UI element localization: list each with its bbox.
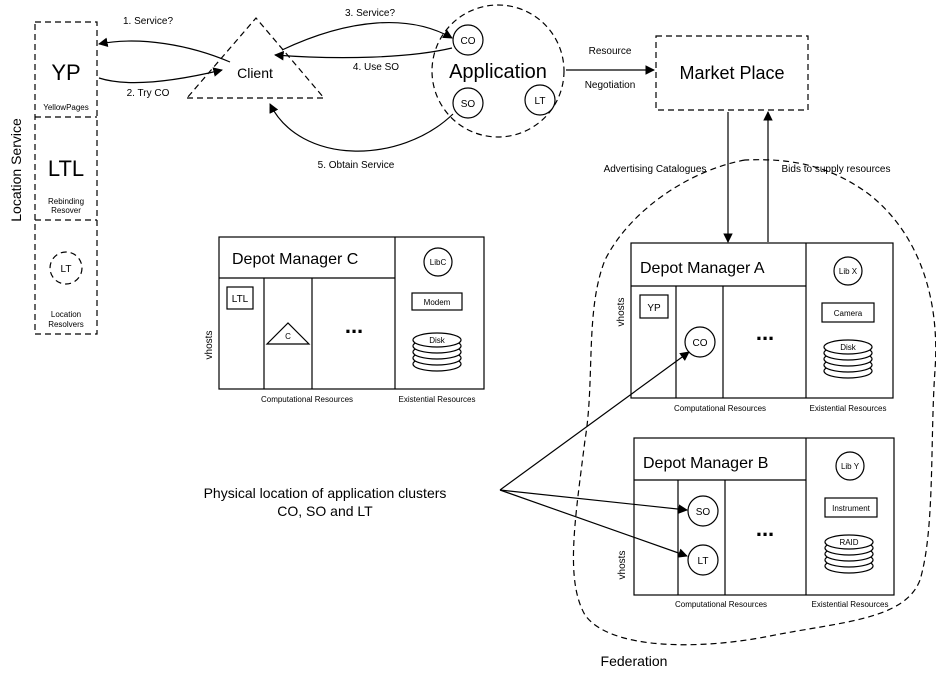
market-place-label: Market Place	[679, 63, 784, 83]
resolvers-label: Resolvers	[48, 320, 84, 329]
application-so-circle	[452, 87, 484, 119]
depot-b-title: Depot Manager B	[643, 455, 768, 472]
depot-manager-b: Depot Manager B vhosts SO LT ... Lib Y I…	[617, 437, 895, 609]
application-lt-circle	[524, 84, 556, 116]
rebinding-label: Rebinding	[48, 197, 84, 206]
depot-a-lib-circle	[833, 256, 863, 286]
depot-b-computational-label: Computational Resources	[675, 600, 767, 609]
resover-label: Resover	[51, 206, 81, 215]
depot-a-co-circle	[684, 326, 716, 358]
callout-arrow-lt	[499, 489, 688, 558]
location-label: Location	[51, 310, 81, 319]
depot-a-computational-label: Computational Resources	[674, 404, 766, 413]
depot-b-so-circle	[687, 495, 719, 527]
advertising-label: Advertising Catalogues	[604, 164, 707, 175]
depot-c-client-label: C	[285, 332, 291, 341]
federation-label: Federation	[601, 653, 668, 669]
callout-arrow-so	[499, 489, 688, 514]
market-place: Market Place	[655, 35, 809, 111]
application: Application CO SO LT	[431, 4, 565, 138]
lt-resolver-circle	[49, 251, 83, 285]
negotiation-label: Negotiation	[585, 80, 636, 91]
flow-arrows	[98, 21, 773, 243]
service-query-app-arrow	[281, 21, 453, 51]
federation-boundary	[572, 159, 936, 646]
flow-labels: 1. Service? 2. Try CO 3. Service? 4. Use…	[123, 8, 890, 175]
yp-label: YP	[51, 60, 80, 85]
use-so-label: 4. Use SO	[353, 62, 399, 73]
client-label: Client	[237, 65, 273, 81]
depot-b-instrument-box	[824, 497, 878, 518]
depot-a-yp-box	[639, 294, 669, 319]
depot-b-vhosts: vhosts	[617, 551, 628, 580]
bids-label: Bids to supply resources	[782, 164, 891, 175]
use-so-arrow	[274, 47, 453, 61]
depot-c-modem-box	[411, 292, 463, 311]
depot-b-existential-label: Existential Resources	[812, 600, 889, 609]
depot-manager-c: Depot Manager C vhosts LTL C ... LibC Mo…	[204, 236, 485, 404]
depot-c-title: Depot Manager C	[232, 251, 358, 268]
ltl-label: LTL	[48, 156, 84, 181]
application-lt-label: LT	[535, 96, 546, 107]
try-co-arrow	[98, 67, 223, 84]
service-q1-label: 1. Service?	[123, 16, 173, 27]
depot-a-camera-label: Camera	[834, 309, 863, 318]
client: Client	[185, 17, 326, 99]
depot-c-existential-label: Existential Resources	[399, 395, 476, 404]
depot-a-lib-label: Lib X	[839, 267, 858, 276]
try-co-label: 2. Try CO	[127, 88, 170, 99]
application-co-label: CO	[461, 36, 476, 47]
depot-a-disk-icon	[823, 339, 873, 379]
application-label: Application	[449, 61, 547, 83]
physical-location-line1: Physical location of application cluster…	[204, 485, 447, 501]
depot-b-lt-circle	[687, 544, 719, 576]
physical-location-line2: CO, SO and LT	[277, 503, 373, 519]
application-so-label: SO	[461, 99, 476, 110]
depot-c-ltl-label: LTL	[232, 294, 249, 305]
depot-a-title: Depot Manager A	[640, 260, 765, 277]
lt-label: LT	[61, 264, 72, 275]
depot-b-instrument-label: Instrument	[832, 504, 871, 513]
depot-a-disk-label: Disk	[840, 343, 857, 352]
depot-c-disk-icon	[412, 332, 462, 372]
location-service: YP YellowPages LTL Rebinding Resover LT …	[8, 21, 98, 335]
depot-c-lib-circle	[423, 247, 453, 277]
depot-manager-a: Depot Manager A vhosts YP CO ... Lib X C…	[616, 242, 894, 413]
yellowpages-label: YellowPages	[43, 103, 89, 112]
depot-b-so-label: SO	[696, 507, 711, 518]
depot-c-client-triangle	[265, 322, 311, 345]
depot-a-yp-label: YP	[647, 303, 661, 314]
depot-c-ltl-box	[226, 286, 254, 310]
depot-a-existential-label: Existential Resources	[810, 404, 887, 413]
depot-c-disk-label: Disk	[429, 336, 446, 345]
location-service-title: Location Service	[8, 118, 24, 222]
depot-a-co-label: CO	[693, 338, 708, 349]
resource-label: Resource	[589, 46, 632, 57]
depot-c-modem-label: Modem	[424, 298, 451, 307]
depot-c-computational-label: Computational Resources	[261, 395, 353, 404]
market-place-box	[655, 35, 809, 111]
depot-c-ellipsis: ...	[345, 313, 363, 338]
depot-c-lib-label: LibC	[430, 258, 447, 267]
depot-a-camera-box	[821, 302, 875, 323]
obtain-service-arrow	[269, 103, 454, 152]
application-co-circle	[452, 24, 484, 56]
callout-arrow-co	[499, 351, 690, 491]
depot-a-ellipsis: ...	[756, 320, 774, 345]
service-query-arrow	[98, 37, 231, 63]
depot-b-lib-circle	[835, 451, 865, 481]
depot-c-vhosts: vhosts	[204, 331, 215, 360]
service-q3-label: 3. Service?	[345, 8, 395, 19]
depot-b-lib-label: Lib Y	[841, 462, 860, 471]
depot-b-raid-icon	[824, 534, 874, 574]
depot-b-lt-label: LT	[698, 556, 709, 567]
depot-b-raid-label: RAID	[839, 538, 858, 547]
physical-location-callout: Physical location of application cluster…	[204, 351, 690, 558]
obtain-service-label: 5. Obtain Service	[318, 160, 395, 171]
depot-a-vhosts: vhosts	[616, 298, 627, 327]
client-triangle	[185, 17, 326, 99]
depot-b-ellipsis: ...	[756, 516, 774, 541]
